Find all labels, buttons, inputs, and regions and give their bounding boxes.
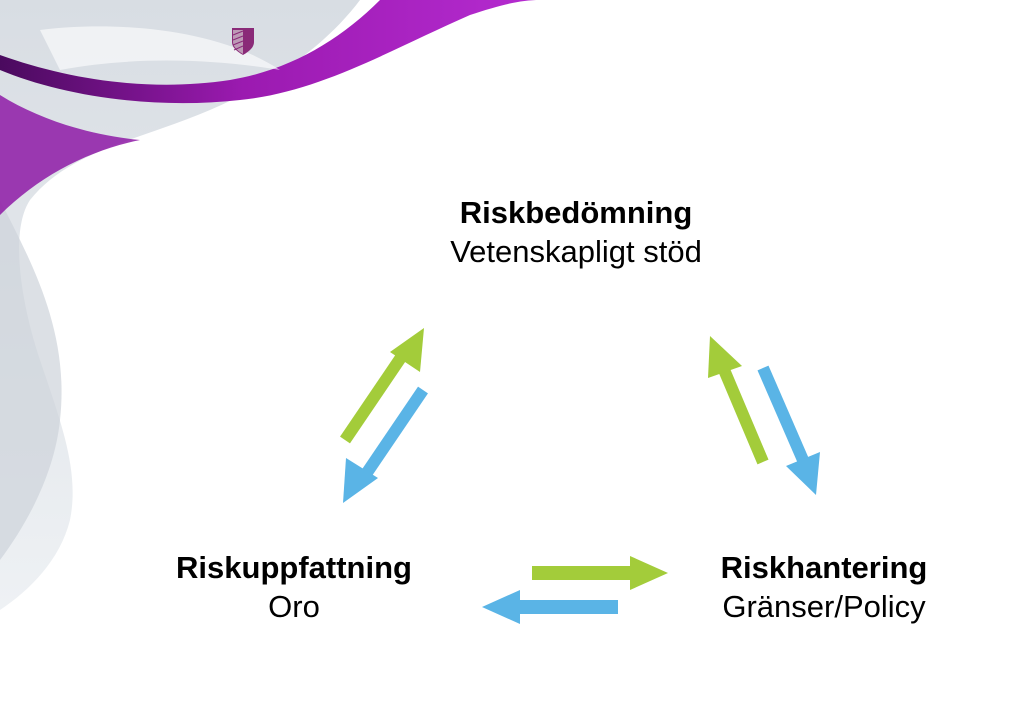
node-subtitle: Oro [268,589,320,624]
node-subtitle: Vetenskapligt stöd [450,234,702,269]
node-riskuppfattning: Riskuppfattning Oro [114,549,474,627]
node-subtitle: Gränser/Policy [722,589,926,624]
node-title: Riskuppfattning [176,550,412,585]
arrow-right-down [757,365,820,495]
white-swirl [40,26,280,70]
node-title: Riskbedömning [459,195,693,230]
arrow-left-down [343,386,428,503]
node-title: Riskhantering [720,550,928,585]
node-riskhantering: Riskhantering Gränser/Policy [644,549,1004,627]
arrow-bottom-left [482,590,618,624]
arrow-bottom-right [532,556,668,590]
purple-swoosh [0,0,540,104]
node-riskbedomning: Riskbedömning Vetenskapligt stöd [376,194,776,272]
arrow-right-up [708,336,769,465]
arrow-left-up [340,328,424,444]
purple-swoosh-lower [0,95,140,215]
grey-swirl-inner [0,200,62,560]
shield-icon [232,28,254,55]
